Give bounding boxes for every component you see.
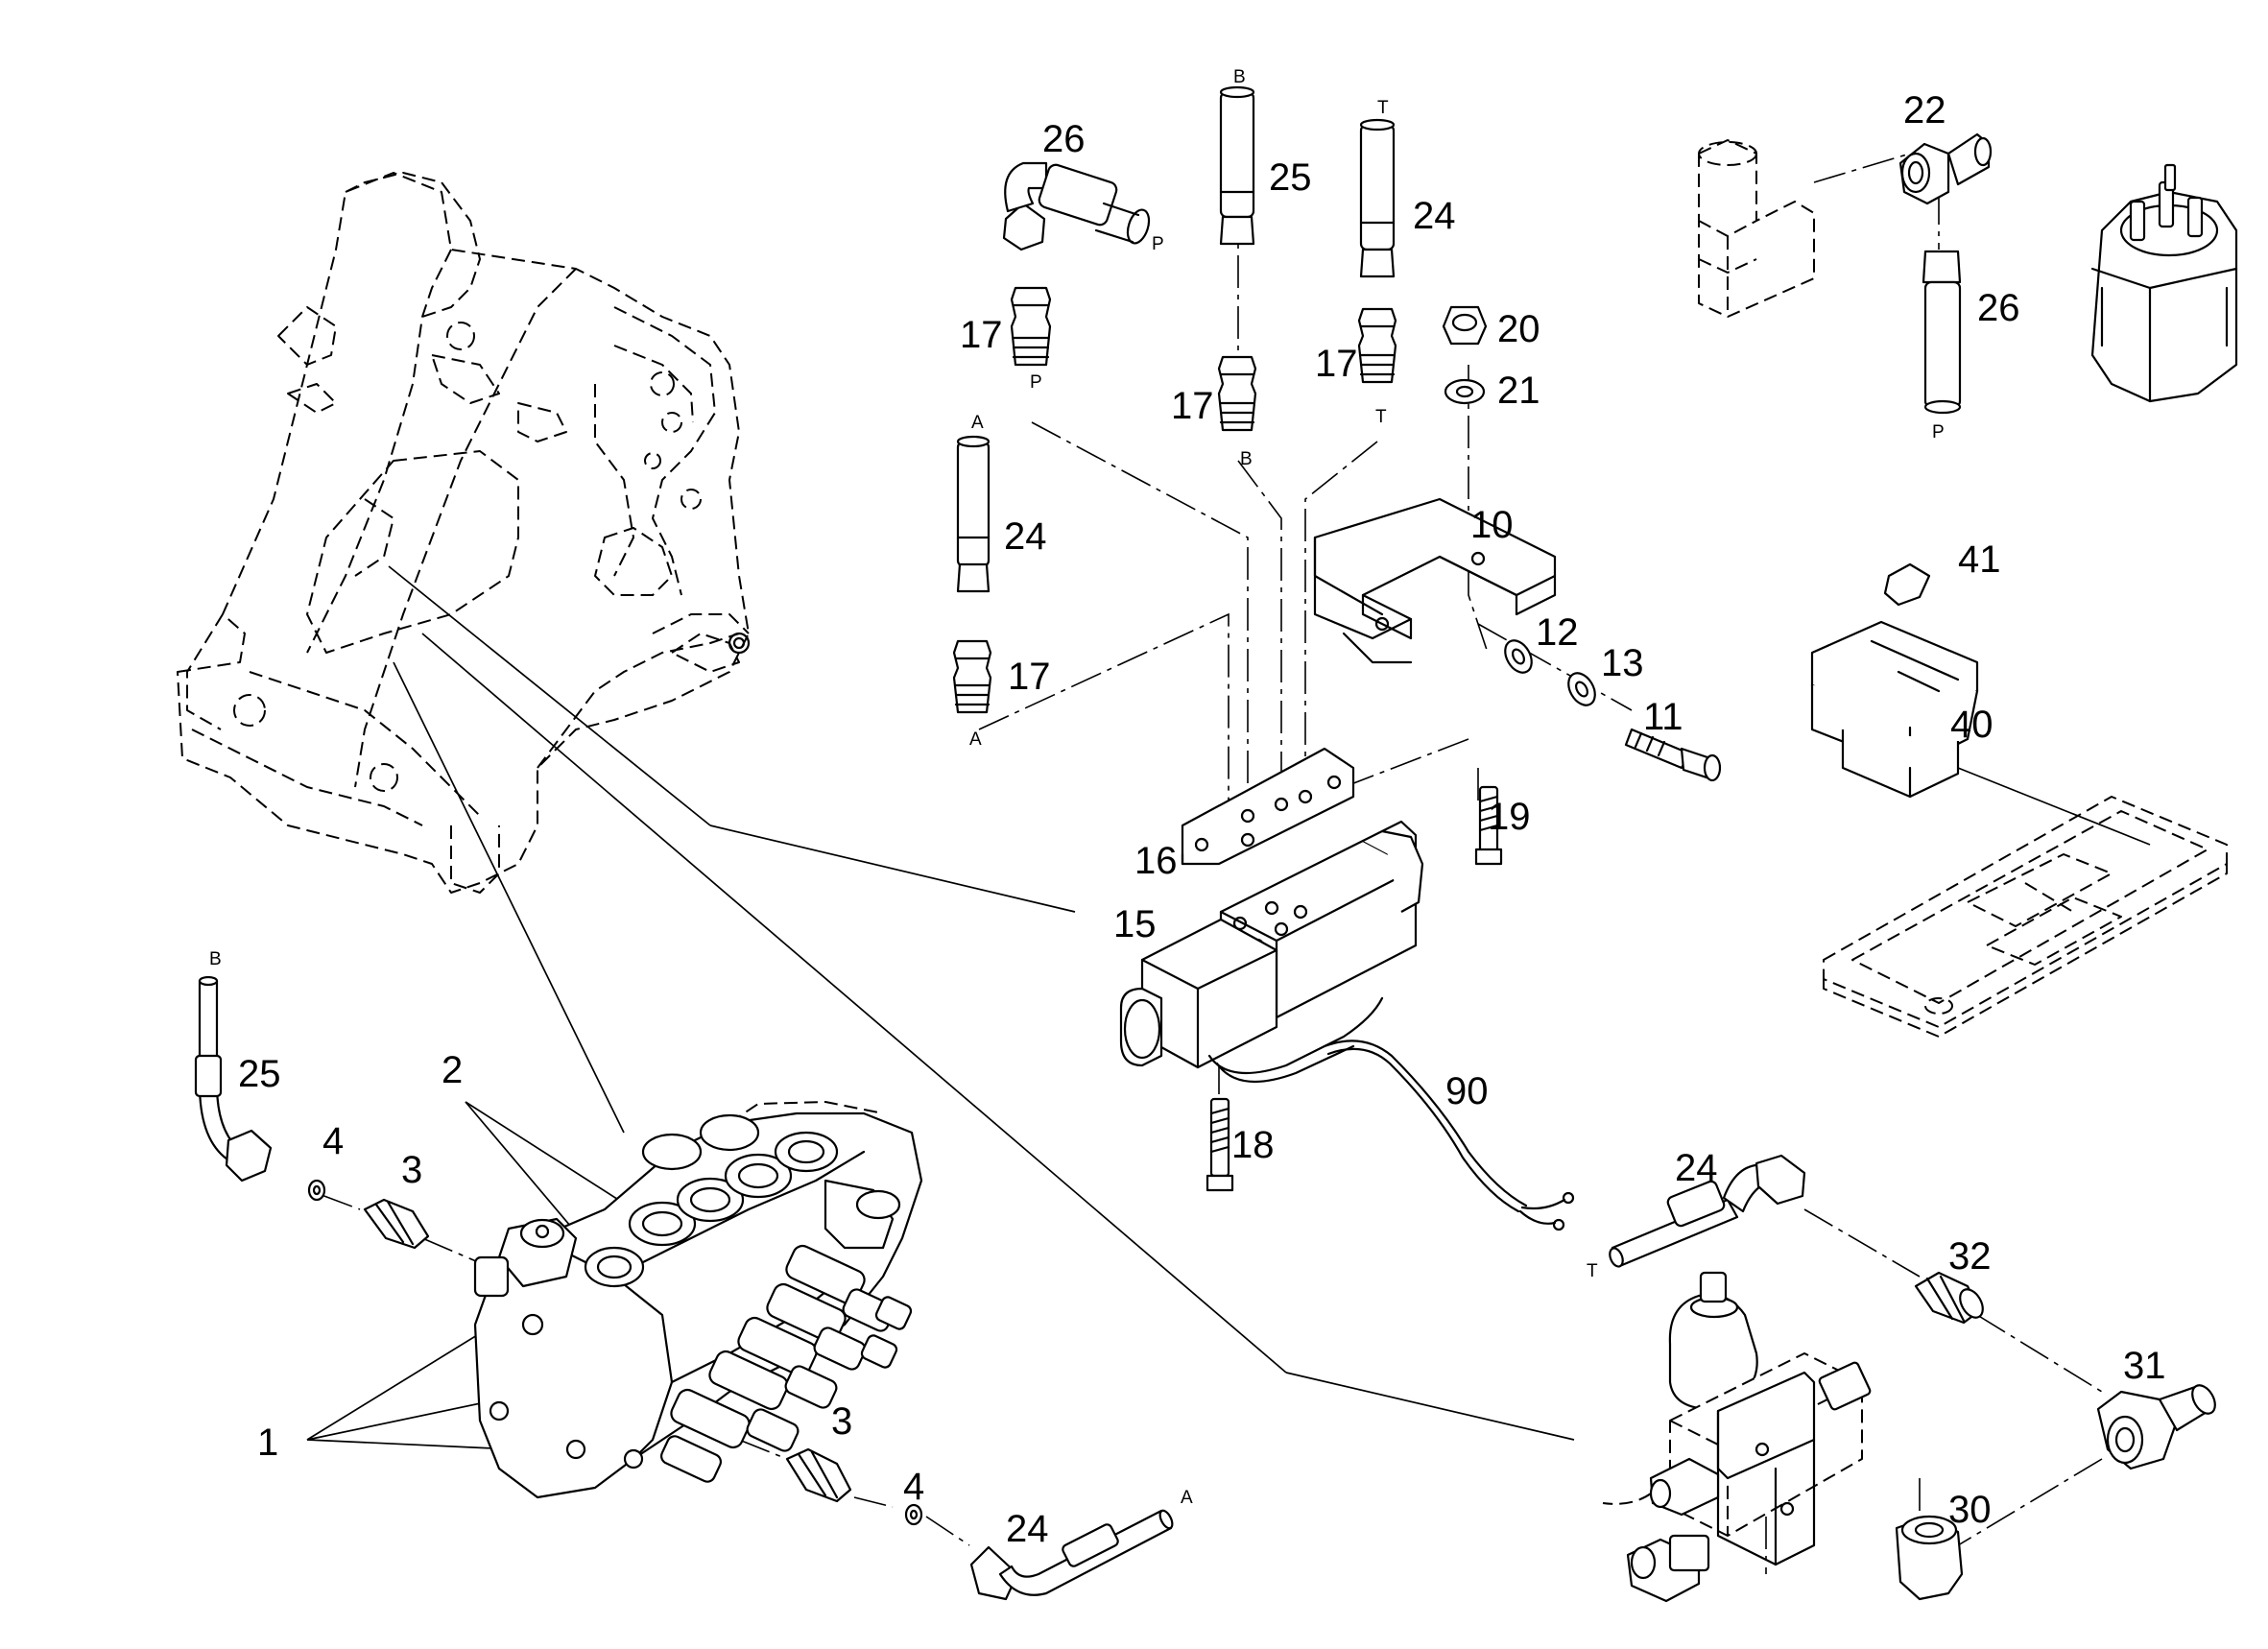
callout-c4a: 4 — [322, 1120, 344, 1162]
callout-c15: 15 — [1113, 903, 1157, 945]
adapter-17-t — [1357, 307, 1397, 384]
port-label-p-t1: T — [1377, 98, 1389, 118]
callout-c16: 16 — [1134, 840, 1178, 882]
callout-c90: 90 — [1445, 1070, 1489, 1112]
accumulator-block — [1602, 1271, 1872, 1603]
hose-24-lower — [969, 1509, 1174, 1601]
callout-labels: 1233441011121315161717171718192021222424… — [238, 89, 2166, 1550]
port-label-p-t3: T — [1587, 1261, 1598, 1281]
console-panel-dashed — [1823, 796, 2228, 1038]
washer-12 — [1504, 639, 1533, 674]
port-label-p-p2: P — [1030, 372, 1042, 393]
callout-c31: 31 — [2123, 1345, 2166, 1387]
assembly-chain-lines — [321, 153, 2103, 1574]
elbow-30 — [1895, 1515, 1964, 1601]
adapter-17-p — [1010, 286, 1052, 367]
callout-c17a: 17 — [960, 314, 1003, 356]
adapter-3-lower — [785, 1447, 852, 1503]
callout-c17b: 17 — [1171, 385, 1214, 427]
port-label-p-a3: A — [1181, 1488, 1193, 1508]
callout-c41: 41 — [1958, 538, 2001, 581]
tee-fitting-22 — [1898, 132, 1993, 205]
port-label-p-a2: A — [969, 729, 982, 750]
callout-c10: 10 — [1470, 504, 1514, 546]
solenoid-valve-15 — [1119, 820, 1424, 1084]
callout-c24c: 24 — [1675, 1147, 1718, 1189]
screw-18 — [1206, 1097, 1234, 1192]
port-label-p-a1: A — [971, 413, 984, 433]
callout-c20: 20 — [1497, 308, 1540, 350]
hose-26-top — [1002, 161, 1151, 251]
screw-19 — [1474, 785, 1503, 866]
leader-lines — [306, 565, 2151, 1452]
callout-c25a: 25 — [1269, 156, 1312, 199]
callout-c17d: 17 — [1008, 656, 1051, 698]
callout-c21: 21 — [1497, 370, 1540, 412]
bracket-10 — [1313, 497, 1557, 664]
callout-c24b: 24 — [1004, 515, 1047, 558]
hydraulic-pump — [2090, 163, 2238, 403]
port-label-p-p3: P — [1932, 422, 1945, 442]
callout-c2: 2 — [442, 1049, 463, 1091]
port-label-p-b1: B — [1233, 67, 1246, 87]
callout-c26b: 26 — [1977, 287, 2020, 329]
hose-25-top — [1219, 85, 1255, 246]
callout-c17c: 17 — [1315, 343, 1358, 385]
adapter-17-a — [952, 639, 992, 714]
callout-c13: 13 — [1601, 642, 1644, 684]
callout-c25b: 25 — [238, 1053, 281, 1095]
tee-fitting-31 — [2096, 1384, 2216, 1470]
callout-c32: 32 — [1948, 1235, 1992, 1278]
adapter-17-b — [1217, 355, 1257, 432]
valve-block-dashed — [1698, 139, 1815, 318]
switch-cap-41 — [1883, 562, 1931, 607]
callout-c24d: 24 — [1006, 1508, 1049, 1550]
hose-24-top — [1359, 118, 1396, 278]
port-labels: B T P P B T A A P B A T — [209, 67, 1945, 1508]
callout-c4b: 4 — [903, 1466, 924, 1508]
callout-c3b: 3 — [831, 1400, 852, 1443]
port-label-p-p1: P — [1152, 234, 1164, 254]
switch-40 — [1810, 620, 1979, 799]
callout-c24a: 24 — [1413, 195, 1456, 237]
port-label-p-t2: T — [1375, 407, 1387, 427]
callout-c1: 1 — [257, 1422, 278, 1464]
wire-harness-90 — [1323, 1040, 1575, 1231]
hose-25-left — [194, 975, 273, 1183]
washer-21 — [1444, 378, 1486, 405]
callout-c40: 40 — [1950, 704, 1993, 746]
control-valve-assembly — [473, 1101, 923, 1499]
callout-c22: 22 — [1903, 89, 1946, 131]
callout-c30: 30 — [1948, 1489, 1992, 1531]
washer-4-left — [307, 1179, 326, 1202]
valve-spools-row-1 — [660, 1244, 913, 1483]
hose-26-right — [1922, 250, 1962, 415]
callout-c12: 12 — [1536, 611, 1579, 654]
callout-c19: 19 — [1488, 796, 1531, 838]
callout-c3a: 3 — [401, 1149, 422, 1191]
port-label-p-b3: B — [209, 949, 222, 969]
hose-24-t — [1609, 1154, 1806, 1268]
plate-16 — [1181, 747, 1355, 866]
callout-c18: 18 — [1231, 1124, 1275, 1166]
callout-c26a: 26 — [1042, 118, 1086, 160]
adapter-3-left — [363, 1198, 430, 1250]
port-label-p-b2: B — [1240, 449, 1253, 469]
callout-c11: 11 — [1643, 696, 1683, 738]
hose-24-a — [956, 435, 991, 593]
washer-4-lower — [904, 1503, 923, 1526]
adapter-32 — [1914, 1271, 1984, 1325]
bolt-11 — [1624, 728, 1722, 782]
loader-frame — [177, 172, 751, 894]
nut-20 — [1442, 305, 1488, 346]
washer-13 — [1567, 672, 1596, 706]
